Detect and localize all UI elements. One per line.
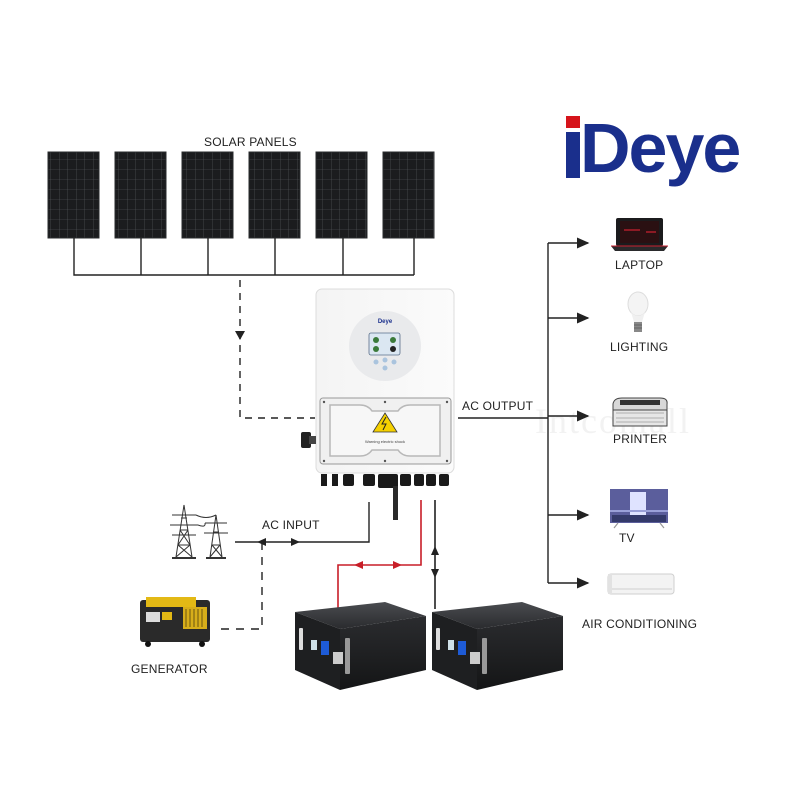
- ac-input-arrow-right-icon: [291, 538, 300, 546]
- warning-icon: [372, 412, 398, 433]
- ac-input-label: AC INPUT: [262, 518, 320, 532]
- inverter: [301, 288, 455, 520]
- panel-wiring: [73, 238, 415, 276]
- solar-panel: [248, 151, 301, 239]
- load-label-laptop: LAPTOP: [615, 258, 664, 272]
- inverter-connectors: [321, 474, 449, 488]
- load-label-tv: TV: [619, 531, 635, 545]
- logo-text: Deye: [580, 109, 741, 187]
- printer-icon: [612, 397, 668, 427]
- deye-logo: Deye: [566, 109, 766, 196]
- generator-label: GENERATOR: [131, 662, 208, 676]
- battery-positive-wiring: [337, 500, 422, 610]
- solar-panel: [47, 151, 100, 239]
- air-conditioner-icon: [607, 573, 675, 595]
- ac-output-label: AC OUTPUT: [462, 399, 534, 413]
- battery: [295, 602, 426, 690]
- solar-panel: [181, 151, 234, 239]
- ac-input-arrow-left-icon: [257, 538, 266, 546]
- ac-input-wiring: [218, 502, 370, 630]
- solar-panel: [382, 151, 435, 239]
- battery: [432, 602, 563, 690]
- solar-panels-label: SOLAR PANELS: [204, 135, 297, 149]
- battery-arrow-left-icon: [354, 561, 363, 569]
- inverter-screen: [368, 332, 401, 356]
- logo-red-square: [566, 116, 580, 128]
- load-label-air-conditioning: AIR CONDITIONING: [582, 617, 698, 631]
- logo-blue-bar: [566, 132, 580, 178]
- laptop-icon: [611, 218, 668, 251]
- ac-output-wiring: [458, 237, 590, 589]
- battery-arrow-down-icon: [431, 569, 439, 578]
- solar-panels: [47, 151, 435, 239]
- light-bulb-icon: [627, 291, 649, 332]
- battery-arrow-up-icon: [431, 546, 439, 555]
- pv-flow-arrow-icon: [235, 331, 245, 340]
- inverter-brand: Deye: [378, 319, 393, 325]
- load-label-lighting: LIGHTING: [610, 340, 669, 354]
- inverter-warning-text: Warning electric shock: [365, 439, 405, 444]
- dc-switch: [301, 432, 311, 448]
- solar-panel: [114, 151, 167, 239]
- battery-arrow-right-icon: [393, 561, 402, 569]
- tv-icon: [610, 489, 668, 529]
- power-tower-icon: [170, 504, 228, 559]
- pv-input-line: [239, 280, 315, 419]
- batteries: [295, 602, 563, 690]
- generator-icon: [140, 597, 210, 647]
- load-label-printer: PRINTER: [613, 432, 668, 446]
- solar-panel: [315, 151, 368, 239]
